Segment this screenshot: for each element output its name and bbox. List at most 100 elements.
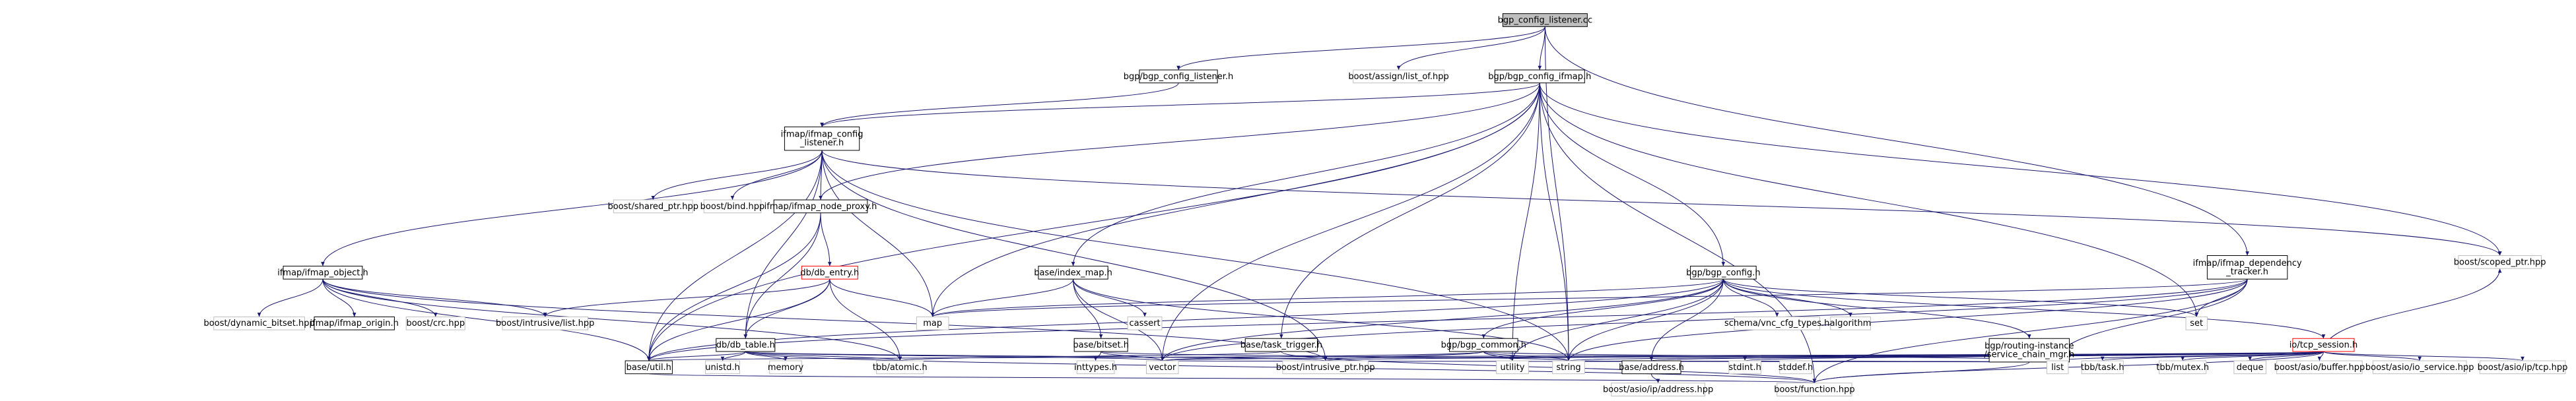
node-base-util-h[interactable]: base/util.h	[625, 360, 673, 375]
edge-base-task-trigger-h-to-tbb-atomic	[898, 351, 1282, 361]
node-label: stdint.h	[1728, 363, 1761, 373]
edge-base-index-map-h-to-vector	[1073, 279, 1165, 361]
edge-bgp-cfg-ifmap-h-to-map	[930, 82, 1540, 317]
edge-root-to-bgp-cfg-ifmap-h	[1538, 26, 1545, 71]
node-base-address-h[interactable]: base/address.h	[1619, 360, 1684, 375]
node-box	[1127, 316, 1163, 330]
node-db-table-h[interactable]: db/db_table.h	[716, 338, 776, 352]
node-label: base/address.h	[1619, 363, 1684, 373]
node-label: bgp/routing-instance	[1984, 342, 2074, 352]
node-label: unistd.h	[705, 363, 740, 373]
edge-db-entry-h-to-map	[829, 279, 935, 317]
edge-bgp-config-h-to-set	[1722, 278, 2198, 317]
node-box	[1244, 338, 1318, 352]
node-box	[1611, 383, 1705, 396]
node-box	[705, 360, 740, 375]
node-box	[2206, 255, 2288, 280]
node-bgp-common-h[interactable]: bgp/bgp_common.h	[1441, 338, 1526, 352]
edge-db-table-h-to-memory	[745, 351, 788, 361]
node-label: boost/dynamic_bitset.hpp	[204, 319, 315, 328]
node-routing-instance[interactable]: bgp/routing-instance/service_chain_mgr.h	[1984, 338, 2075, 363]
node-asio-io-service: boost/asio/io_service.hpp	[2365, 360, 2474, 375]
node-base-index-map-h[interactable]: base/index_map.h	[1034, 265, 1112, 280]
node-box	[625, 360, 673, 375]
node-box	[1076, 360, 1115, 375]
node-label: boost/function.hpp	[1774, 385, 1854, 395]
edge-bgp-cfg-listener-h-to-ifmap-cfg-listener-h	[820, 82, 1179, 127]
node-tbb-task: tbb/task.h	[2081, 360, 2124, 375]
node-asio-tcp: boost/asio/ip/tcp.hpp	[2478, 360, 2567, 375]
edge-db-table-h-to-tbb-atomic	[745, 351, 902, 361]
node-box	[2276, 360, 2363, 375]
node-shared-ptr: boost/shared_ptr.hpp	[607, 199, 698, 214]
node-box	[703, 199, 762, 214]
node-label: tbb/atomic.h	[873, 363, 928, 373]
node-ifmap-cfg-listener-h[interactable]: ifmap/ifmap_config_listener.h	[781, 126, 864, 151]
node-box	[405, 316, 465, 330]
node-ifmap-object-h[interactable]: ifmap/ifmap_object.h	[277, 265, 368, 280]
node-base-task-trigger-h[interactable]: base/task_trigger.h	[1240, 338, 1322, 352]
node-box	[1038, 265, 1108, 280]
edge-ifmap-object-h-to-base-util-h	[322, 279, 651, 361]
edge-base-index-map-h-to-map	[930, 279, 1074, 317]
edge-root-to-string	[1544, 26, 1571, 361]
node-label: inttypes.h	[1074, 363, 1117, 373]
node-bgp-cfg-listener-h[interactable]: bgp/bgp_config_listener.h	[1124, 69, 1234, 84]
edge-ifmap-dep-tracker-h-to-vector	[1161, 279, 2248, 361]
node-db-entry-h[interactable]: db/db_entry.h	[800, 265, 859, 280]
node-box	[2458, 255, 2542, 269]
node-inttypes: inttypes.h	[1074, 360, 1117, 375]
edge-bgp-config-h-to-io-tcp-session-h	[1722, 279, 2326, 339]
node-memory: memory	[768, 360, 803, 375]
edge-root-to-bgp-cfg-listener-h	[1176, 26, 1545, 71]
node-label: /service_chain_mgr.h	[1984, 350, 2075, 360]
node-bgp-config-h[interactable]: bgp/bgp_config.h	[1686, 265, 1761, 280]
node-label: list	[2051, 363, 2064, 373]
edge-bgp-config-h-to-bgp-common-h	[1481, 279, 1724, 339]
edge-ifmap-object-h-to-dyn-bitset	[257, 279, 323, 317]
node-label: bgp_config_listener.cc	[1498, 15, 1592, 25]
node-label: base/task_trigger.h	[1240, 340, 1322, 350]
node-io-tcp-session-h[interactable]: io/tcp_session.h	[2289, 338, 2357, 352]
node-stddef: stddef.h	[1779, 360, 1813, 375]
edge-db-entry-h-to-base-util-h	[647, 279, 830, 361]
node-ifmap-origin-h[interactable]: ifmap/ifmap_origin.h	[310, 316, 399, 330]
node-box	[1073, 338, 1128, 352]
edge-bgp-cfg-ifmap-h-to-set	[1539, 82, 2198, 317]
node-label: _listener.h	[799, 139, 844, 148]
node-label: map	[923, 319, 942, 328]
edge-ifmap-cfg-listener-h-to-scoped-ptr	[821, 150, 2502, 256]
node-box	[1139, 69, 1218, 84]
edge-io-tcp-session-h-to-tbb-task	[2101, 351, 2324, 361]
edge-io-tcp-session-h-to-deque	[2248, 351, 2324, 361]
node-label: ifmap/ifmap_config	[781, 130, 864, 140]
edge-bgp-cfg-ifmap-h-to-base-util-h	[647, 82, 1540, 361]
edge-base-index-map-h-to-cassert	[1073, 279, 1147, 317]
node-label: boost/scoped_ptr.hpp	[2454, 257, 2546, 267]
node-base-bitset-h[interactable]: base/bitset.h	[1073, 338, 1129, 352]
node-label: boost/shared_ptr.hpp	[607, 202, 698, 212]
node-box	[784, 126, 860, 151]
node-box	[1145, 360, 1179, 375]
node-bgp-cfg-ifmap-h[interactable]: bgp/bgp_config_ifmap.h	[1488, 69, 1591, 84]
nodes-layer: bgp_config_listener.cc bgp/bgp_config_lis…	[204, 13, 2567, 396]
node-schema: schema/vnc_cfg_types.h	[1724, 316, 1829, 330]
node-box	[2047, 360, 2069, 375]
node-unistd: unistd.h	[705, 360, 740, 375]
node-function: boost/function.hpp	[1774, 383, 1855, 396]
node-box	[2159, 360, 2207, 375]
node-label: base/util.h	[627, 363, 671, 373]
node-label: boost/crc.hpp	[406, 319, 465, 328]
node-box	[213, 316, 305, 330]
node-box	[876, 360, 924, 375]
edge-base-task-trigger-h-to-function	[1281, 351, 1816, 384]
node-map: map	[916, 316, 949, 330]
node-ifmap-node-proxy-h[interactable]: ifmap/ifmap_node_proxy.h	[764, 199, 877, 214]
node-box	[769, 360, 802, 375]
edge-bgp-cfg-ifmap-h-to-utility	[1510, 82, 1540, 361]
node-box	[2292, 338, 2355, 352]
node-label: boost/assign/list_of.hpp	[1348, 72, 1448, 82]
node-root[interactable]: bgp_config_listener.cc	[1498, 13, 1592, 27]
node-ifmap-dep-tracker-h[interactable]: ifmap/ifmap_dependency_tracker.h	[2193, 255, 2302, 280]
edge-bgp-config-h-to-string	[1567, 279, 1724, 361]
